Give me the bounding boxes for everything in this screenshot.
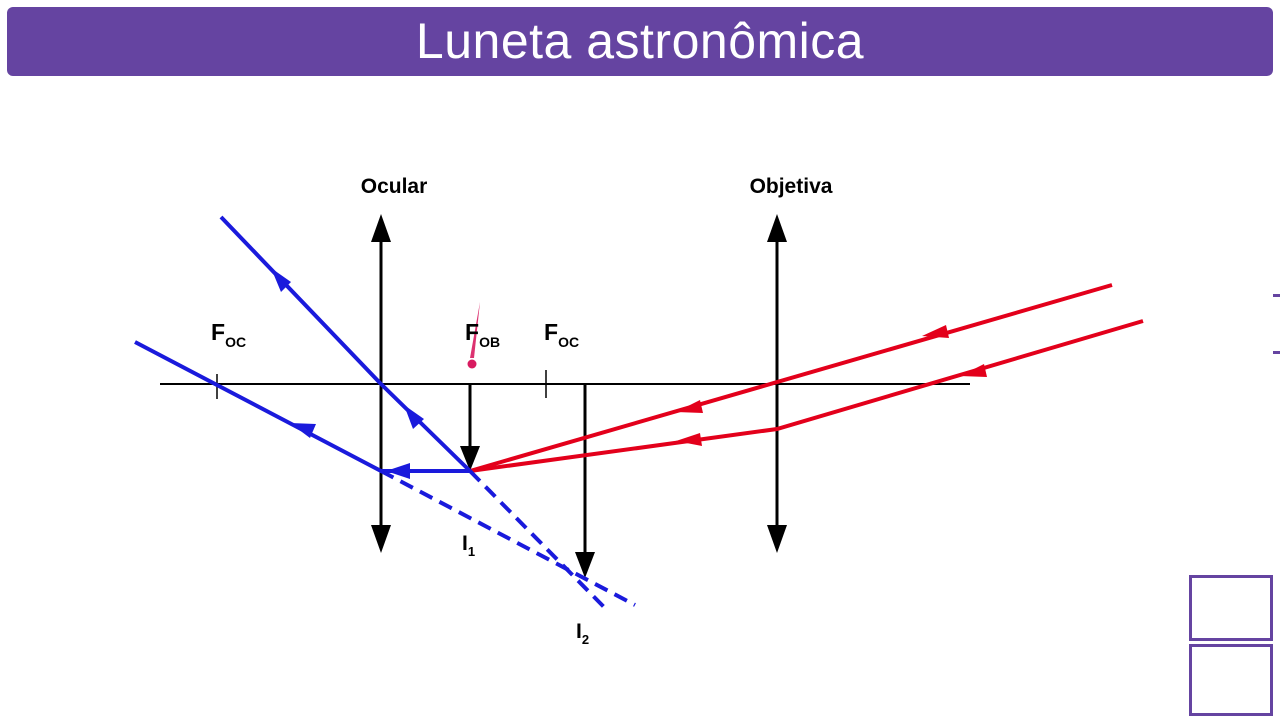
label-image-i2-sub: 2 bbox=[582, 632, 589, 647]
page-title: Luneta astronômica bbox=[415, 12, 865, 69]
label-focus-oc-left-sub: OC bbox=[225, 334, 246, 350]
label-image-i1: I1 bbox=[462, 532, 475, 559]
label-ocular: Ocular bbox=[361, 175, 428, 198]
corner-panel-top bbox=[1189, 575, 1273, 641]
arrow-head-blue-1 bbox=[271, 268, 291, 292]
label-focus-oc-right-sub: OC bbox=[558, 334, 579, 350]
label-focus-ob-main: F bbox=[465, 319, 479, 345]
image-i2-arrow bbox=[575, 384, 595, 578]
incoming-ray-arrowheads bbox=[676, 325, 987, 446]
label-focus-oc-left: FOC bbox=[211, 319, 246, 350]
focus-marker bbox=[467, 302, 480, 369]
label-image-i2-main: I bbox=[576, 620, 582, 643]
arrow-head-red-2 bbox=[960, 364, 987, 377]
label-objetiva: Objetiva bbox=[750, 175, 833, 198]
incoming-ray-upper bbox=[469, 283, 1113, 473]
corner-panel-bottom bbox=[1189, 644, 1273, 716]
label-focus-oc-right-main: F bbox=[544, 319, 558, 345]
virtual-ray-lower bbox=[380, 469, 636, 607]
incoming-ray-lower bbox=[469, 319, 1144, 473]
arrow-head-blue-4 bbox=[290, 423, 316, 438]
virtual-ray-upper bbox=[468, 469, 606, 609]
arrow-head-blue-2 bbox=[404, 405, 424, 429]
arrow-head-red-1 bbox=[922, 325, 949, 338]
edge-mark-bottom bbox=[1273, 351, 1280, 354]
outgoing-ray-lower bbox=[134, 340, 470, 473]
incoming-rays bbox=[469, 283, 1144, 473]
label-image-i1-sub: 1 bbox=[468, 544, 475, 559]
label-focus-oc-right: FOC bbox=[544, 319, 579, 350]
title-bar: Luneta astronômica bbox=[7, 7, 1273, 76]
label-image-i1-main: I bbox=[462, 532, 468, 555]
outgoing-ray-arrowheads bbox=[271, 268, 424, 479]
label-focus-ob: FOB bbox=[465, 319, 500, 350]
virtual-rays bbox=[380, 469, 636, 609]
arrow-head-red-4 bbox=[676, 433, 702, 446]
label-focus-ob-sub: OB bbox=[479, 334, 500, 350]
outgoing-rays bbox=[134, 215, 472, 473]
label-image-i2: I2 bbox=[576, 620, 589, 647]
outgoing-ray-upper bbox=[219, 215, 472, 473]
label-focus-oc-left-main: F bbox=[211, 319, 225, 345]
arrow-head-blue-3 bbox=[386, 463, 410, 479]
arrow-head-red-3 bbox=[676, 400, 703, 413]
image-i1-arrow bbox=[460, 384, 480, 471]
edge-mark-top bbox=[1273, 294, 1280, 297]
